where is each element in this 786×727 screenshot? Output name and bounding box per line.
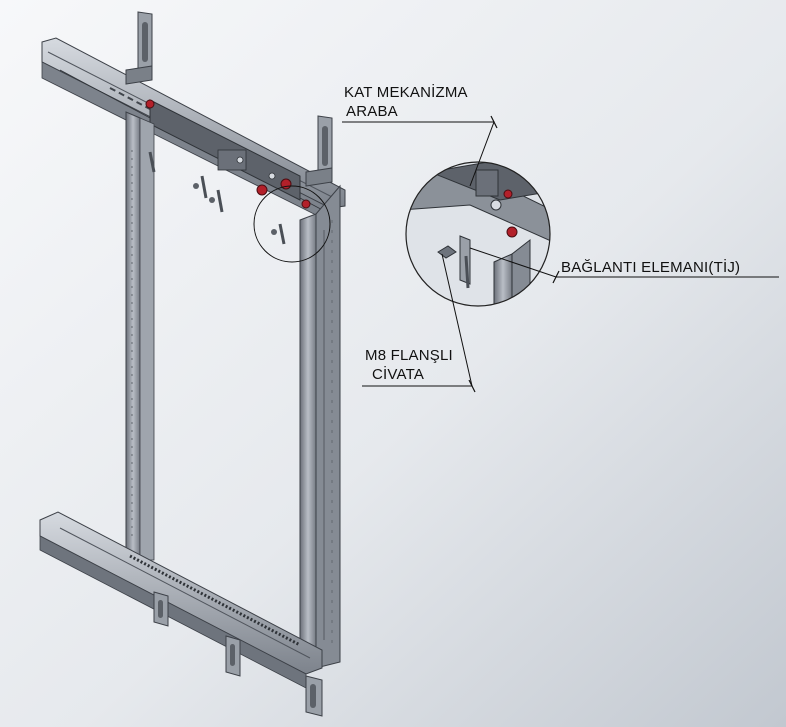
leader-ticks: [468, 115, 560, 393]
callout-kat-mekanizma-line2: ARABA: [346, 103, 398, 120]
top-bracket-left: [125, 11, 153, 85]
zoom-detail-border: [405, 161, 551, 307]
zoom-detail: [406, 162, 550, 306]
bottom-bracket-3: [305, 675, 323, 717]
callout-m8-flansli-line1: M8 FLANŞLI: [365, 347, 453, 364]
left-post: [125, 111, 141, 561]
bottom-bracket-2: [225, 635, 241, 677]
callout-m8-flansli-line2: CİVATA: [372, 366, 425, 383]
loose-fasteners: [148, 151, 286, 245]
top-bracket-right: [305, 115, 333, 187]
callout-baglanti-elemani: BAĞLANTI ELEMANI(TİJ): [561, 259, 741, 276]
callout-kat-mekanizma-line1: KAT MEKANİZMA: [344, 84, 468, 101]
right-post: [299, 213, 317, 677]
bottom-bracket-1: [153, 591, 169, 627]
car-mechanism: [145, 99, 311, 209]
door-frame-assembly: [39, 11, 346, 717]
detail-marker-circle: [253, 185, 331, 263]
